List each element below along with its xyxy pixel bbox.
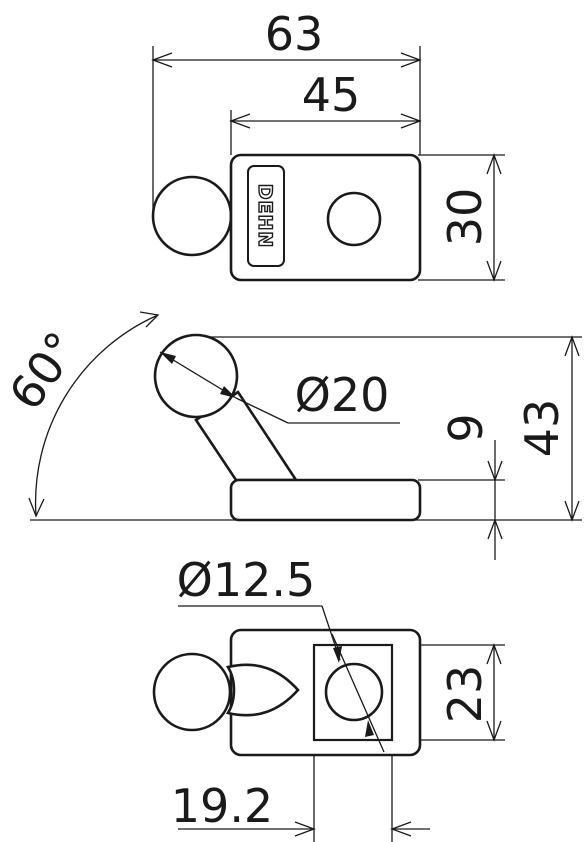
- logo-box: [247, 165, 285, 267]
- dim-63-label: 63: [265, 7, 324, 61]
- side-view: 43 9 60° Ø20: [0, 311, 582, 560]
- dim-hole-diameter: Ø12.5: [177, 553, 385, 753]
- dim-23-label: 23: [438, 665, 492, 724]
- dim-angle: 60°: [0, 311, 160, 518]
- dim-ball-diameter-label: Ø20: [295, 368, 390, 422]
- dim-hole-diameter-label: Ø12.5: [177, 553, 316, 607]
- dim-9-label: 9: [439, 413, 493, 442]
- ball-bottom: [152, 652, 232, 732]
- dim-19-2-label: 19.2: [171, 779, 273, 833]
- neck-bottom: [225, 663, 300, 717]
- hole-top: [326, 191, 382, 247]
- dim-plate-thickness: 9: [439, 413, 503, 560]
- dim-square-width: 23: [438, 643, 502, 742]
- dim-plate-length: 45: [229, 68, 422, 129]
- dim-45-label: 45: [302, 68, 361, 122]
- dehn-logo: DEHN: [254, 184, 276, 249]
- square-recess: [312, 643, 394, 742]
- dim-30-label: 30: [438, 188, 492, 247]
- dim-ball-diameter: Ø20: [159, 351, 400, 424]
- dim-overall-length: 63: [151, 7, 422, 68]
- base-side: [229, 478, 422, 522]
- top-view: 63 45 30 DEHN: [151, 7, 505, 282]
- hole-bottom: [324, 662, 384, 722]
- dim-plate-width: 30: [438, 153, 502, 282]
- ball-side: [153, 333, 239, 419]
- dim-angle-label: 60°: [0, 322, 89, 420]
- bottom-view: 23 19.2 Ø12.5: [152, 553, 505, 842]
- dim-43-label: 43: [515, 399, 569, 458]
- plate-top: [229, 153, 422, 282]
- dim-overall-height: 43: [515, 335, 580, 522]
- dim-square-offset: 19.2: [171, 779, 430, 837]
- ball-top: [151, 175, 233, 257]
